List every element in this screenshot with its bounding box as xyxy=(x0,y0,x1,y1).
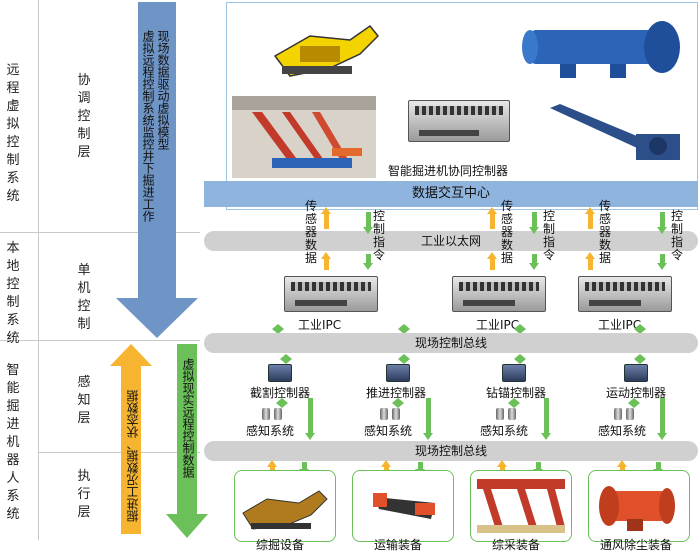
command-down-arrow-1 xyxy=(363,212,373,234)
command-down-arrow-2b xyxy=(529,254,539,270)
equipment-box-2 xyxy=(352,470,454,542)
remote-virtual-system-label: 远程虚拟控制系统 xyxy=(6,63,20,204)
ipc-label-2: 工业IPC xyxy=(476,318,520,332)
green-arrow-text: 虚拟现实远程控制数据 xyxy=(181,358,195,478)
sensor-icon-1 xyxy=(262,408,284,420)
orange-up-arrow xyxy=(110,344,152,534)
sensor-data-label-1: 传感器数据 xyxy=(304,199,317,265)
sensor-data-label-3: 传感器数据 xyxy=(598,199,611,265)
equip-down-arrow-1 xyxy=(299,462,309,476)
controller-label-2: 推进控制器 xyxy=(366,386,427,400)
equipment-image-1 xyxy=(242,490,328,530)
ctrl-down-line-4 xyxy=(657,398,667,440)
fan-cylinder-image xyxy=(522,21,680,78)
field-control-bus-1: 现场控制总线 xyxy=(204,333,698,353)
ipc-bus-link-1 xyxy=(272,324,284,334)
sensor-up-arrow-2b xyxy=(487,252,497,270)
equipment-box-1 xyxy=(234,470,336,542)
ipc-bus-link-4 xyxy=(634,324,646,334)
local-control-system-label: 本地控制系统 xyxy=(6,241,20,346)
big-arrow-text: 现场数据驱动虚拟模型 虚拟远程控制系统监控井下掘进工作 xyxy=(141,30,170,222)
ipc-label-3: 工业IPC xyxy=(598,318,642,332)
sensing-label-4: 感知系统 xyxy=(598,424,647,438)
bus-ctrl-link-1 xyxy=(280,354,292,364)
industrial-ipc-3 xyxy=(578,276,672,312)
ctrl-down-line-1 xyxy=(305,398,315,440)
exec-layer-label: 执行层 xyxy=(77,469,91,520)
command-down-arrow-2 xyxy=(529,212,539,234)
equipment-box-3 xyxy=(470,470,572,542)
ctrl-down-line-3 xyxy=(541,398,551,440)
big-blue-arrow xyxy=(116,2,198,338)
controller-label-3: 钻锚控制器 xyxy=(486,386,547,400)
equipment-image-3 xyxy=(477,479,565,533)
equipment-label-4: 通风除尘装备 xyxy=(600,538,673,552)
command-down-arrow-1b xyxy=(363,254,373,270)
coordinator-controller-image xyxy=(408,100,510,142)
left-axis-divider xyxy=(38,0,39,540)
sensor-up-arrow-2 xyxy=(487,207,497,229)
ipc-label-1: 工业IPC xyxy=(298,318,342,332)
sensor-up-arrow-1b xyxy=(321,252,331,270)
control-cmd-label-2: 控制指令 xyxy=(542,209,555,262)
equip-down-arrow-4 xyxy=(653,462,663,476)
coordinator-caption: 智能掘进机协同控制器 xyxy=(388,164,509,178)
controller-icon-2 xyxy=(386,364,410,382)
command-down-arrow-3b xyxy=(657,254,667,270)
controller-label-1: 截割控制器 xyxy=(250,386,311,400)
left-divider-2 xyxy=(0,340,200,341)
sensor-icon-3 xyxy=(496,408,518,420)
robot-system-label: 智能掘进机器人系统 xyxy=(6,363,20,522)
ctrl-sense-link-4 xyxy=(628,398,640,408)
bus-ctrl-link-4 xyxy=(634,354,646,364)
coord-layer-label: 协调控制层 xyxy=(77,73,91,160)
ipc-bus-link-3 xyxy=(514,324,526,334)
left-divider-3 xyxy=(38,452,200,453)
controller-icon-3 xyxy=(502,364,526,382)
sensing-label-3: 感知系统 xyxy=(480,424,529,438)
hydraulic-support-image xyxy=(232,96,376,178)
ipc-bus-link-2 xyxy=(398,324,410,334)
roadheader-image xyxy=(273,24,380,77)
equipment-box-4 xyxy=(588,470,690,542)
controller-label-4: 运动控制器 xyxy=(606,386,667,400)
field-control-bus-2: 现场控制总线 xyxy=(204,441,698,461)
ctrl-sense-link-1 xyxy=(276,398,288,408)
equip-down-arrow-2 xyxy=(415,462,425,476)
left-divider-1 xyxy=(0,232,200,233)
sensor-up-arrow-1 xyxy=(321,207,331,229)
sensor-icon-4 xyxy=(614,408,636,420)
controller-icon-1 xyxy=(268,364,292,382)
ctrl-down-line-2 xyxy=(423,398,433,440)
bus-ctrl-link-3 xyxy=(514,354,526,364)
sensor-up-arrow-3 xyxy=(585,207,595,229)
green-down-arrow xyxy=(166,344,208,538)
conveyor-image xyxy=(550,104,680,160)
equipment-label-3: 综采装备 xyxy=(492,538,541,552)
industrial-ipc-1 xyxy=(284,276,378,312)
ctrl-sense-link-3 xyxy=(508,398,520,408)
sensing-label-2: 感知系统 xyxy=(364,424,413,438)
control-cmd-label-3: 控制指令 xyxy=(670,209,683,262)
industrial-ipc-2 xyxy=(452,276,546,312)
equip-down-arrow-3 xyxy=(533,462,543,476)
controller-icon-4 xyxy=(624,364,648,382)
sensor-data-label-2: 传感器数据 xyxy=(500,199,513,265)
sensing-label-1: 感知系统 xyxy=(246,424,295,438)
equipment-label-2: 运输装备 xyxy=(374,538,423,552)
ctrl-sense-link-2 xyxy=(392,398,404,408)
sensor-icon-2 xyxy=(380,408,402,420)
sensor-up-arrow-3b xyxy=(585,252,595,270)
control-cmd-label-1: 控制指令 xyxy=(372,209,385,262)
sense-layer-label: 感知层 xyxy=(77,375,91,426)
orange-arrow-text: 掘进工况数据、状态数据 xyxy=(126,390,140,522)
equipment-image-2 xyxy=(373,493,435,519)
data-exchange-center-bar: 数据交互中心 xyxy=(204,181,698,207)
bus-ctrl-link-2 xyxy=(398,354,410,364)
industrial-ethernet-bus: 工业以太网 xyxy=(204,231,698,251)
command-down-arrow-3 xyxy=(657,212,667,234)
single-control-label: 单机控制 xyxy=(77,263,91,332)
equipment-image-4 xyxy=(599,486,675,531)
equipment-label-1: 综掘设备 xyxy=(256,538,305,552)
